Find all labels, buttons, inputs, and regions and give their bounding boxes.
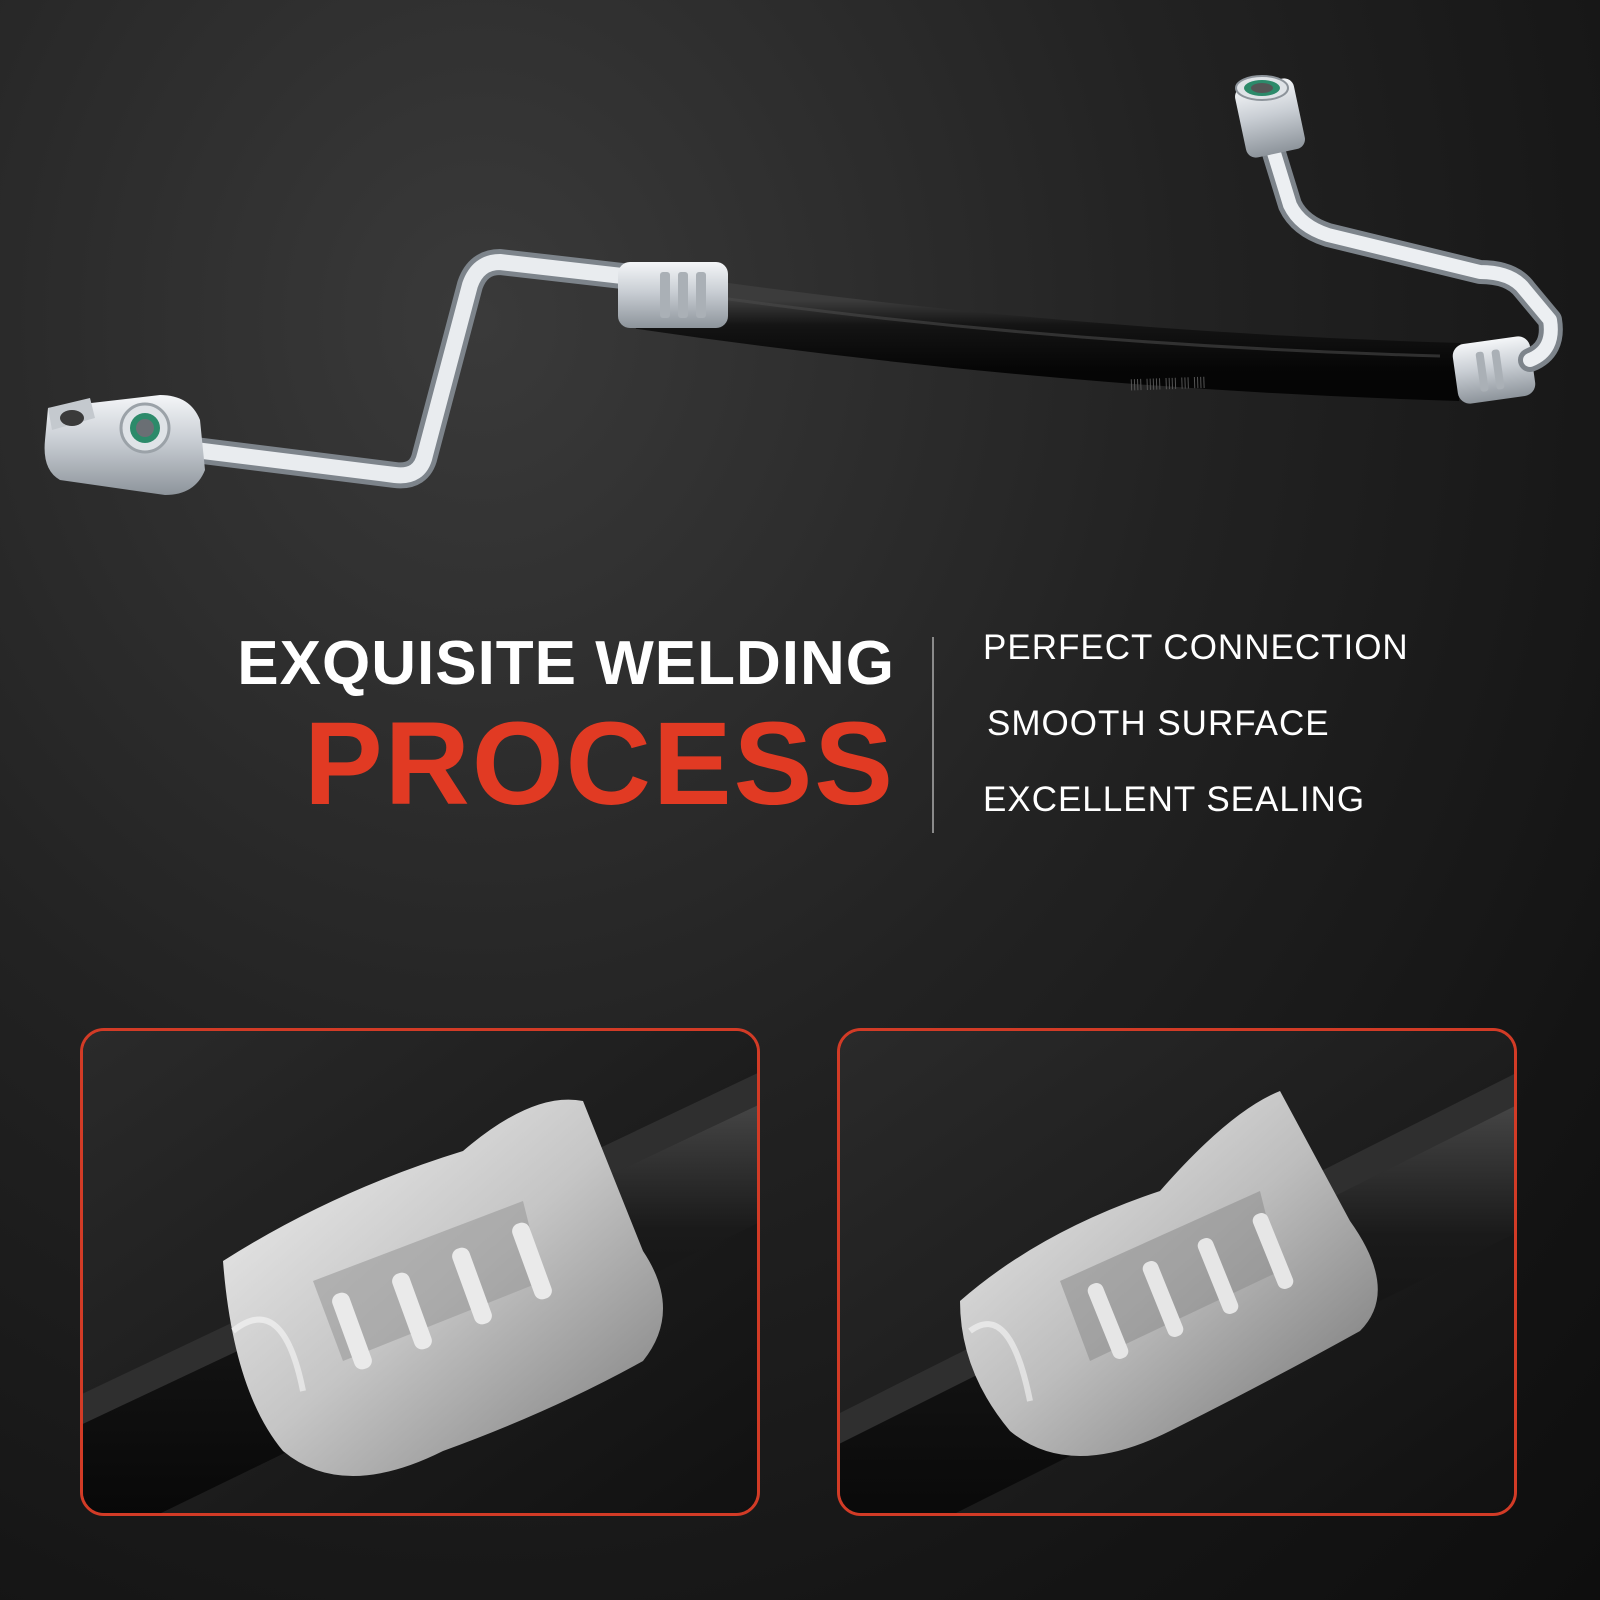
- crimp-closeup-right-image: [840, 1031, 1514, 1513]
- feature-item: SMOOTH SURFACE: [987, 704, 1330, 743]
- detail-photo-left: [80, 1028, 760, 1516]
- feature-item: PERFECT CONNECTION: [983, 628, 1409, 667]
- feature-item: EXCELLENT SEALING: [983, 780, 1366, 819]
- crimp-closeup-left-image: [83, 1031, 757, 1513]
- headline-line-2: PROCESS: [303, 698, 895, 830]
- headline: EXQUISITE WELDING PROCESS: [215, 625, 895, 829]
- svg-text:|||| ||||| |||| ||| ||||: |||| ||||| |||| ||| ||||: [1130, 374, 1206, 391]
- ac-hose-assembly-image: |||| ||||| |||| ||| ||||: [44, 75, 1563, 495]
- detail-photo-right: [837, 1028, 1517, 1516]
- vertical-divider: [932, 637, 934, 833]
- feature-list: PERFECT CONNECTION SMOOTH SURFACE EXCELL…: [983, 628, 1409, 856]
- headline-line-1: EXQUISITE WELDING: [237, 629, 895, 698]
